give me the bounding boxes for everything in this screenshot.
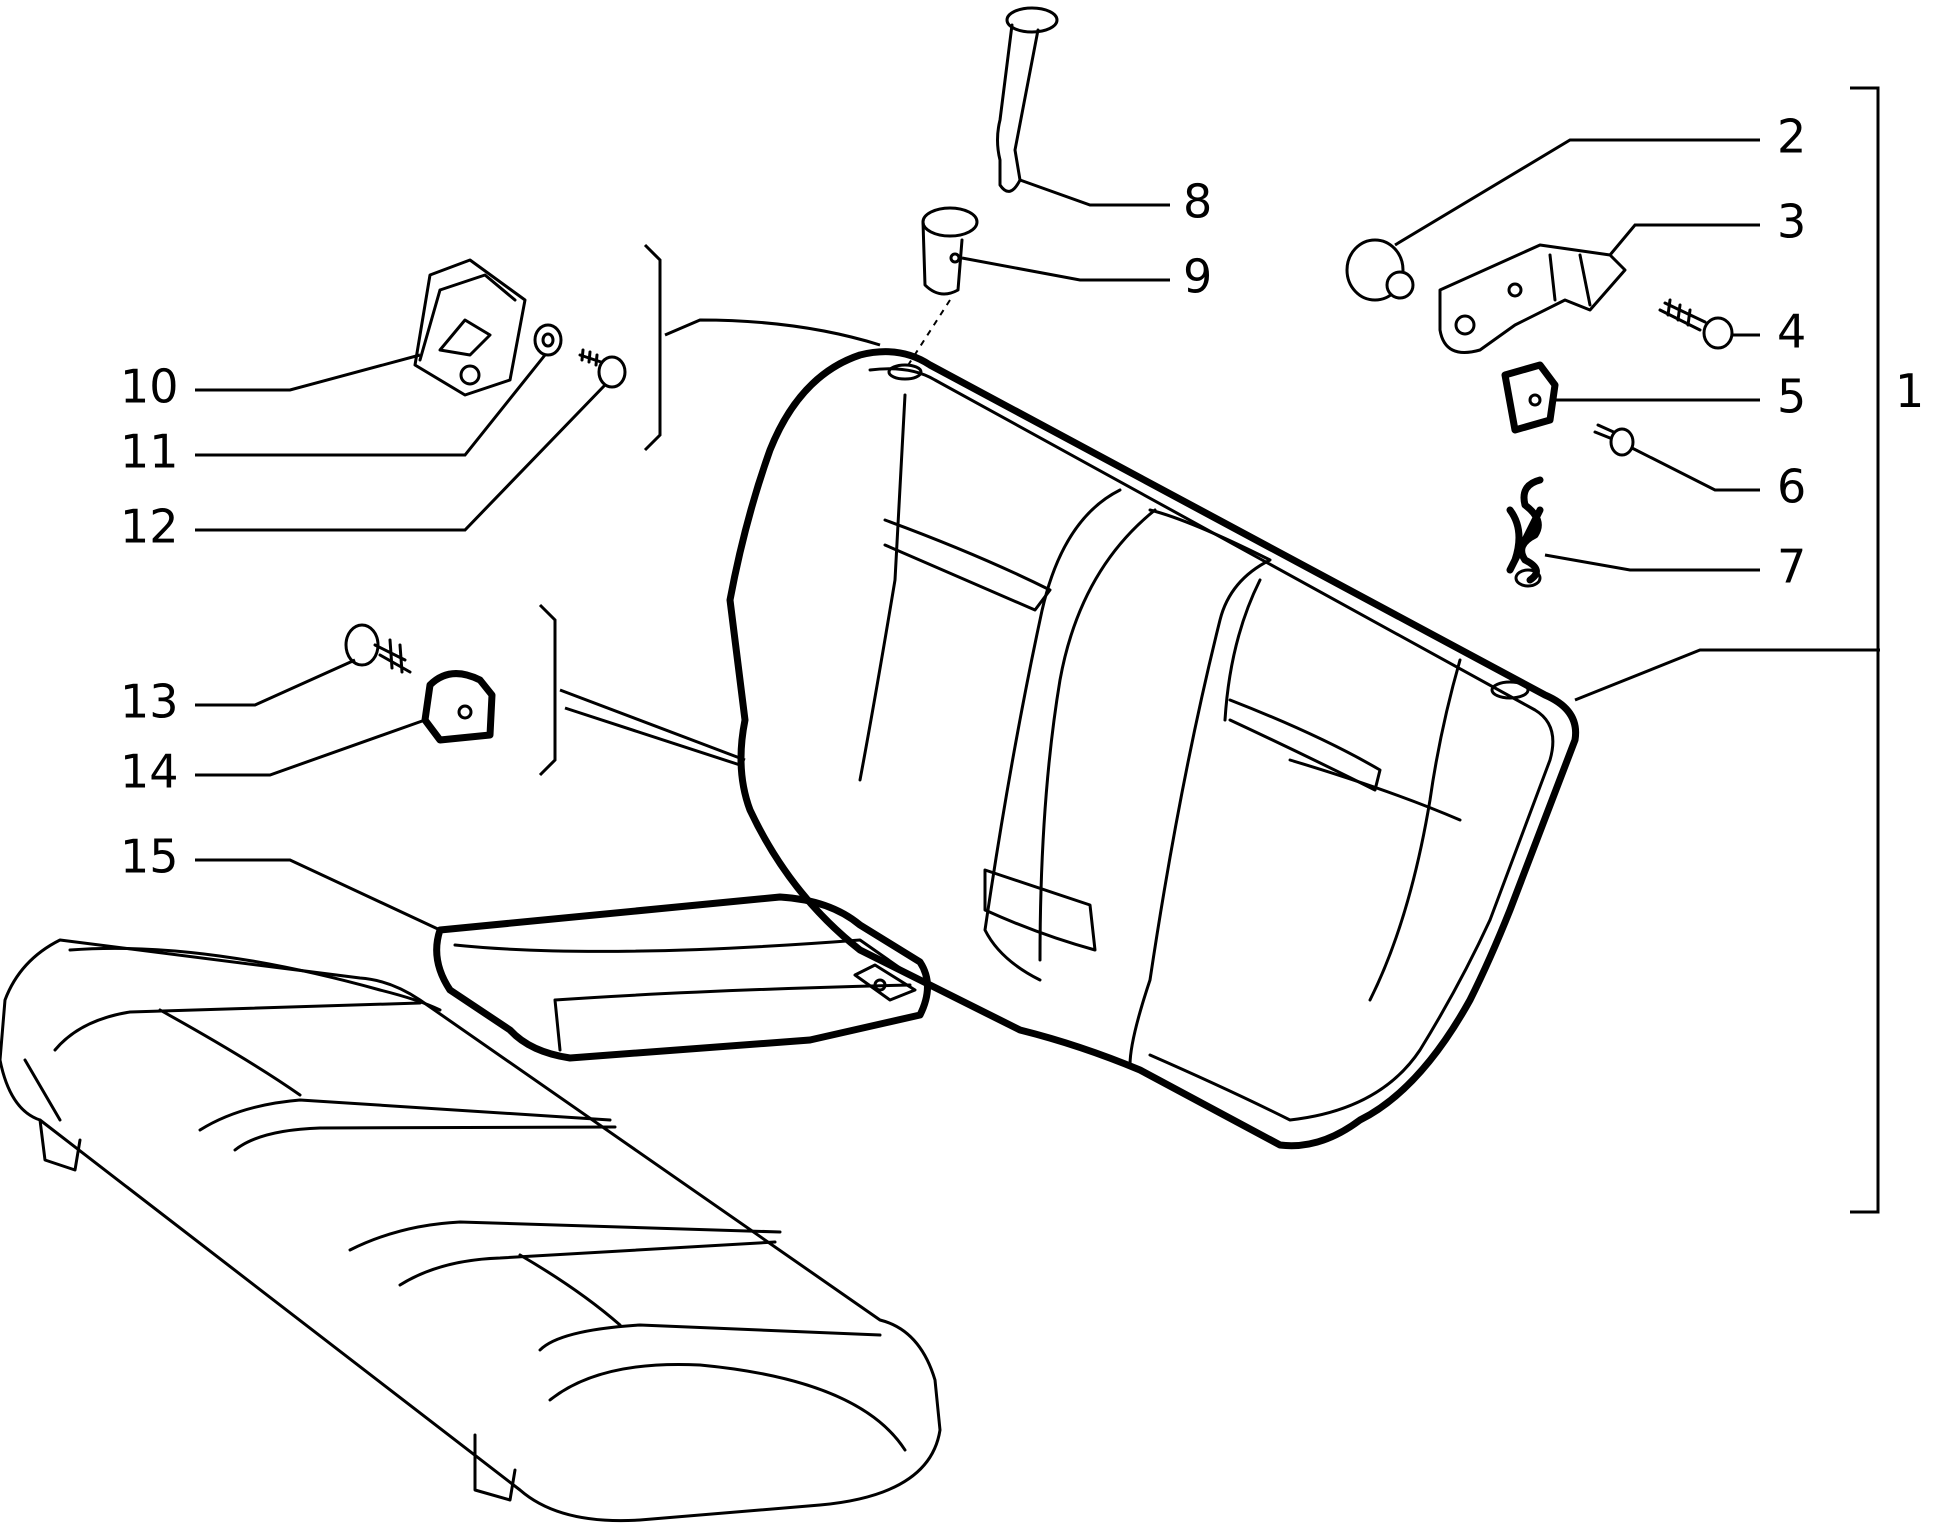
grouping-brackets <box>538 86 1880 1214</box>
callout-7: 7 <box>1777 540 1806 594</box>
release-rod <box>996 6 1059 193</box>
callout-15: 15 <box>120 830 179 884</box>
lever-plate <box>1438 243 1627 354</box>
screw <box>578 348 627 389</box>
callout-6: 6 <box>1777 460 1806 514</box>
callout-2: 2 <box>1777 110 1806 164</box>
callout-1: 1 <box>1895 364 1924 418</box>
spring <box>1506 476 1544 588</box>
armrest-pad <box>433 893 931 1062</box>
washer <box>533 323 563 357</box>
callout-11: 11 <box>120 425 179 479</box>
callout-labels: 1 2 3 4 5 6 7 8 9 10 11 12 13 14 15 <box>120 110 1924 884</box>
knob <box>1345 238 1415 302</box>
pin <box>1658 298 1734 350</box>
callout-8: 8 <box>1183 175 1212 229</box>
bushing <box>421 670 496 744</box>
callout-13: 13 <box>120 675 179 729</box>
callout-5: 5 <box>1777 370 1806 424</box>
callout-4: 4 <box>1777 305 1806 359</box>
bolt <box>344 623 412 674</box>
grommet <box>904 206 979 371</box>
callout-3: 3 <box>1777 195 1806 249</box>
hinge-bracket <box>413 258 527 397</box>
callout-12: 12 <box>120 500 179 554</box>
rivet <box>1593 423 1635 457</box>
callout-9: 9 <box>1183 250 1212 304</box>
callout-10: 10 <box>120 360 179 414</box>
latch-clip <box>1501 361 1559 434</box>
seat-backrest <box>726 348 1580 1150</box>
leader-lines <box>195 138 1880 932</box>
seat-cushion <box>0 938 942 1523</box>
callout-14: 14 <box>120 745 179 799</box>
